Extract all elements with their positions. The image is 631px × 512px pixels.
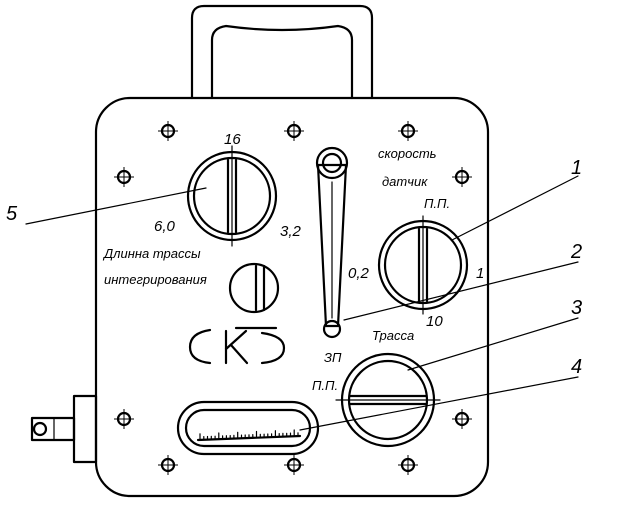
integration-scale-right: 3,2 (280, 223, 302, 240)
auxiliary-knob[interactable] (228, 262, 280, 314)
track-label: Трасса (372, 328, 414, 343)
mounting-hole (452, 167, 472, 187)
callout-1: 1 (571, 157, 582, 179)
mounting-hole (114, 409, 134, 429)
speed-scale-bottom: 10 (426, 313, 443, 330)
track-pp-label: П.П. (312, 378, 338, 393)
mounting-hole (284, 121, 304, 141)
callout-5: 5 (6, 203, 18, 225)
speed-sensor-knob[interactable] (377, 215, 469, 315)
integration-label-line1: Длинна трассы (102, 246, 201, 261)
mounting-holes (114, 121, 472, 475)
speed-label-line1: скорость (378, 146, 437, 161)
callout-2: 2 (570, 241, 582, 263)
zp-lever[interactable] (315, 146, 349, 339)
speed-scale-left: 0,2 (348, 265, 370, 282)
callout-4: 4 (571, 356, 582, 378)
mounting-hole (284, 455, 304, 475)
carry-handle (190, 4, 374, 100)
speed-label-line2: датчик (382, 174, 428, 189)
integration-length-knob[interactable] (186, 145, 278, 247)
scale-window (176, 400, 320, 456)
zp-label: ЗП (324, 350, 342, 365)
callout-lines (25, 175, 579, 431)
mounting-hole (158, 121, 178, 141)
speed-scale-top: П.П. (424, 196, 450, 211)
mounting-hole (398, 121, 418, 141)
side-connector (30, 394, 98, 464)
integration-scale-top: 16 (224, 131, 241, 148)
mounting-hole (114, 167, 134, 187)
sk-emblem (188, 326, 286, 365)
track-knob[interactable] (335, 352, 441, 448)
mounting-hole (158, 455, 178, 475)
front-panel (94, 96, 490, 498)
mounting-hole (398, 455, 418, 475)
integration-scale-left: 6,0 (154, 218, 176, 235)
handle-opening (210, 24, 354, 100)
speed-scale-right: 1 (476, 265, 484, 282)
mounting-hole (452, 409, 472, 429)
callout-3: 3 (571, 297, 582, 319)
integration-label-line2: интегрирования (104, 272, 207, 287)
